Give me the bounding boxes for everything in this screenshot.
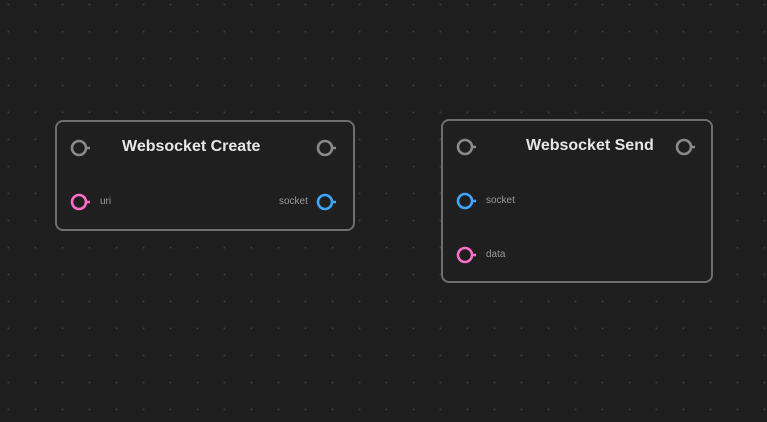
node-websocket-send[interactable]: Websocket Send socket data (441, 119, 713, 283)
uri-input-pin-icon[interactable] (69, 193, 91, 211)
socket-input-pin-icon[interactable] (455, 192, 477, 210)
data-input-label: data (486, 249, 506, 260)
socket-input-label: socket (486, 195, 515, 206)
node-title: Websocket Send (526, 137, 654, 154)
node-websocket-create[interactable]: Websocket Create uri socket (55, 120, 355, 231)
uri-input-label: uri (100, 196, 112, 207)
exec-in-pin-icon[interactable] (455, 138, 477, 156)
exec-in-pin-icon[interactable] (69, 139, 91, 157)
exec-out-pin-icon[interactable] (674, 138, 696, 156)
socket-output-pin-icon[interactable] (315, 193, 337, 211)
exec-out-pin-icon[interactable] (315, 139, 337, 157)
socket-output-label: socket (279, 196, 308, 207)
node-title: Websocket Create (122, 138, 261, 155)
data-input-pin-icon[interactable] (455, 246, 477, 264)
